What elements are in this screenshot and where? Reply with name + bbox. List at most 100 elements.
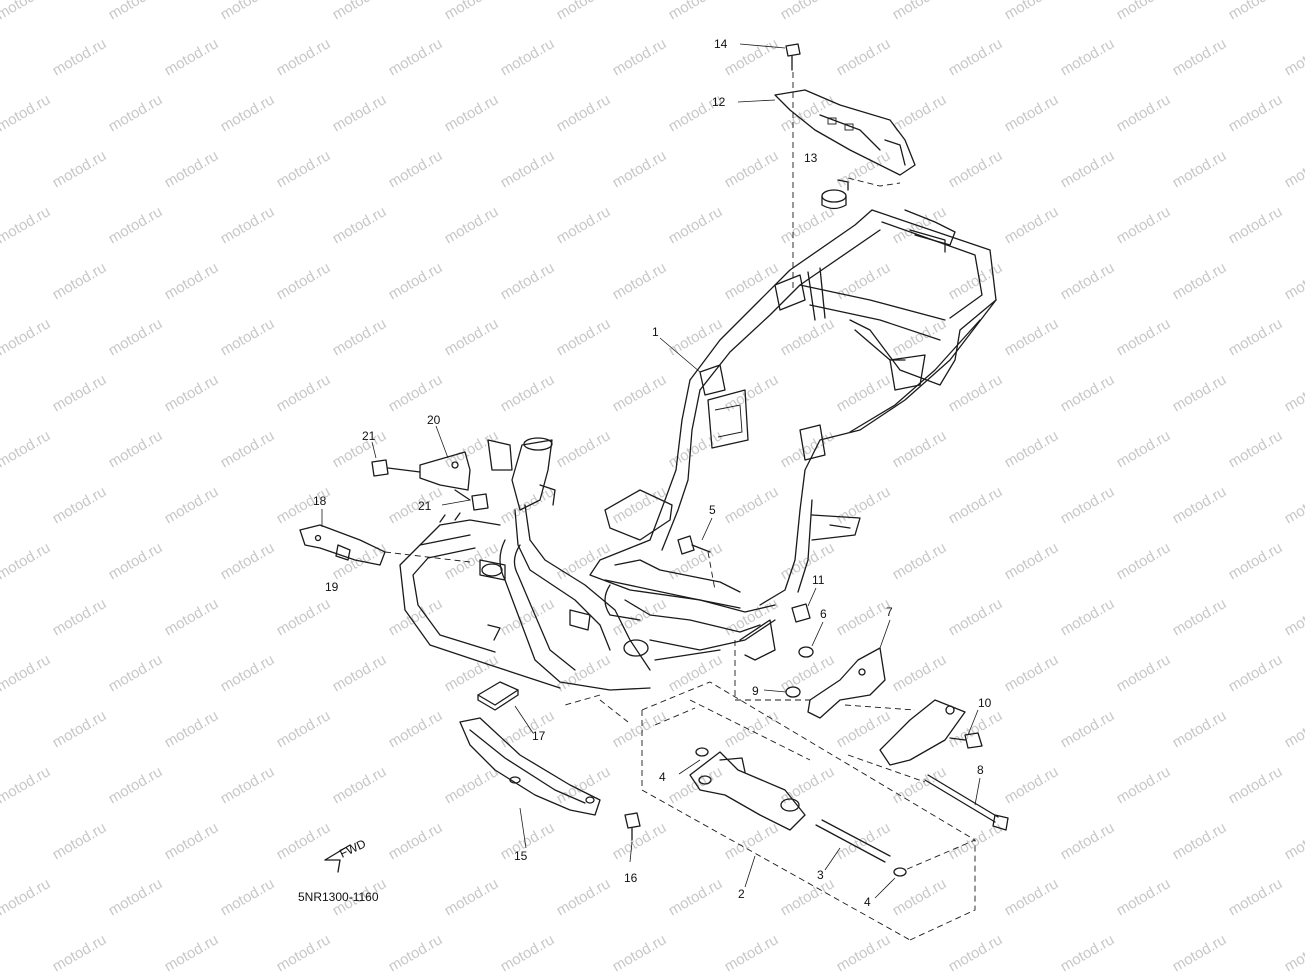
rubber-damper — [821, 179, 849, 210]
watermark-text: motod.ru — [890, 315, 950, 359]
frame-body — [399, 209, 997, 691]
watermark-text: motod.ru — [722, 35, 782, 79]
watermark-text: motod.ru — [218, 651, 278, 695]
watermark-text: motod.ru — [946, 931, 1006, 975]
watermark-text: motod.ru — [890, 651, 950, 695]
watermark-text: motod.ru — [946, 259, 1006, 303]
watermark-text: motod.ru — [1170, 35, 1230, 79]
watermark-text: motod.ru — [442, 651, 502, 695]
watermark-text: motod.ru — [330, 91, 390, 135]
watermark-text: motod.ru — [946, 35, 1006, 79]
watermark-text: motod.ru — [50, 371, 110, 415]
watermark-text: motod.ru — [0, 427, 53, 471]
watermark-text: motod.ru — [1226, 763, 1286, 807]
watermark-text: motod.ru — [554, 91, 614, 135]
watermark-text: motod.ru — [554, 539, 614, 583]
watermark-text: motod.ru — [946, 147, 1006, 191]
watermark-text: motod.ru — [106, 763, 166, 807]
watermark-text: motod.ru — [1226, 651, 1286, 695]
watermark-text: motod.ru — [274, 371, 334, 415]
watermark-text: motod.ru — [0, 651, 53, 695]
callout-18: 18 — [313, 494, 327, 508]
watermark-text: motod.ru — [50, 147, 110, 191]
watermark-text: motod.ru — [442, 875, 502, 919]
watermark-text: motod.ru — [442, 203, 502, 247]
watermark-text: motod.ru — [1002, 875, 1062, 919]
callout-2: 2 — [738, 887, 745, 901]
bolts-21 — [371, 459, 489, 511]
watermark-text: motod.ru — [1282, 147, 1305, 191]
callout-21b: 21 — [418, 499, 432, 513]
watermark-text: motod.ru — [386, 35, 446, 79]
watermark-text: motod.ru — [218, 427, 278, 471]
callout-20: 20 — [427, 413, 441, 427]
watermark-text: motod.ru — [722, 931, 782, 975]
watermark-text: motod.ru — [218, 875, 278, 919]
watermark-text: motod.ru — [1282, 931, 1305, 975]
watermark-text: motod.ru — [0, 539, 53, 583]
watermark-text: motod.ru — [106, 315, 166, 359]
watermark-text: motod.ru — [106, 91, 166, 135]
stand-bracket — [689, 751, 806, 831]
fwd-arrow: FWD — [324, 836, 368, 873]
watermark-text: motod.ru — [1114, 539, 1174, 583]
watermark-text: motod.ru — [0, 203, 53, 247]
watermark-text: motod.ru — [218, 539, 278, 583]
watermark-text: motod.ru — [386, 259, 446, 303]
watermark-text: motod.ru — [274, 931, 334, 975]
callout-4b: 4 — [864, 895, 871, 909]
watermark-text: motod.ru — [162, 259, 222, 303]
watermark-text: motod.ru — [1282, 819, 1305, 863]
watermark-text: motod.ru — [106, 651, 166, 695]
watermark-text: motod.ru — [1170, 483, 1230, 527]
watermark-text: motod.ru — [834, 595, 894, 639]
watermark-text: motod.ru — [218, 315, 278, 359]
watermark-text: motod.ru — [778, 91, 838, 135]
watermark-text: motod.ru — [834, 147, 894, 191]
nut-6 — [798, 646, 814, 658]
watermark-text: motod.ru — [442, 427, 502, 471]
watermark-text: motod.ru — [0, 0, 53, 23]
watermark-text: motod.ru — [1170, 931, 1230, 975]
watermark-text: motod.ru — [1114, 203, 1174, 247]
callout-17: 17 — [532, 729, 546, 743]
watermark-text: motod.ru — [330, 651, 390, 695]
watermark-text: motod.ru — [1114, 0, 1174, 23]
watermark-text: motod.ru — [498, 707, 558, 751]
watermark-text: motod.ru — [162, 371, 222, 415]
drawing-code: 5NR1300-1160 — [298, 890, 379, 904]
watermark-text: motod.ru — [1226, 203, 1286, 247]
leader-lines — [321, 43, 981, 899]
watermark-text: motod.ru — [162, 35, 222, 79]
watermark-text: motod.ru — [274, 595, 334, 639]
seat-bracket — [774, 89, 916, 176]
watermark-text: motod.ru — [1058, 931, 1118, 975]
watermark-text: motod.ru — [890, 539, 950, 583]
callout-13: 13 — [804, 151, 818, 165]
watermark-text: motod.ru — [1282, 35, 1305, 79]
watermark-text: motod.ru — [162, 931, 222, 975]
watermark-text: motod.ru — [1058, 35, 1118, 79]
watermark-text: motod.ru — [890, 91, 950, 135]
watermark-text: motod.ru — [554, 875, 614, 919]
watermark-text: motod.ru — [1170, 259, 1230, 303]
watermark-text: motod.ru — [722, 259, 782, 303]
watermark-text: motod.ru — [890, 763, 950, 807]
watermark-text: motod.ru — [50, 35, 110, 79]
watermark-text: motod.ru — [498, 595, 558, 639]
watermark-text: motod.ru — [162, 147, 222, 191]
watermark-text: motod.ru — [666, 763, 726, 807]
watermark-text: motod.ru — [1002, 203, 1062, 247]
watermark-text: motod.ru — [778, 315, 838, 359]
watermark-text: motod.ru — [946, 483, 1006, 527]
watermark-text: motod.ru — [218, 91, 278, 135]
watermark-text: motod.ru — [106, 875, 166, 919]
watermark-text: motod.ru — [1002, 539, 1062, 583]
watermark-text: motod.ru — [1226, 315, 1286, 359]
watermark-text: motod.ru — [1058, 483, 1118, 527]
watermark-text: motod.ru — [1170, 819, 1230, 863]
front-bracket — [419, 451, 471, 491]
watermark-text: motod.ru — [50, 819, 110, 863]
watermark-text: motod.ru — [666, 875, 726, 919]
watermark-text: motod.ru — [1282, 595, 1305, 639]
